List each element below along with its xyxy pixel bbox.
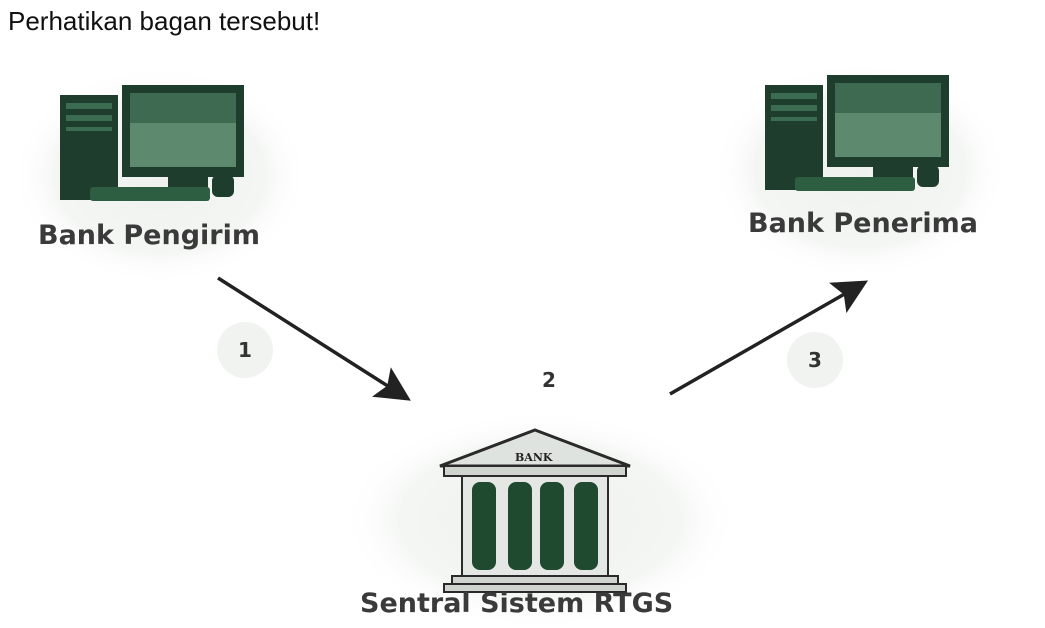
step-2-label: 2 [542,368,556,392]
step-3-halo [787,332,843,388]
sender-label: Bank Pengirim [38,220,260,251]
step-1-halo [217,322,273,378]
question-text: Perhatikan bagan tersebut! [8,6,321,36]
bank-sign: BANK [515,451,553,464]
arrow-central-to-receiver [669,280,869,396]
bank-building-icon: BANK [439,428,631,593]
receiver-label: Bank Penerima [748,208,978,239]
computer-icon [60,85,244,201]
computer-icon [765,75,949,191]
central-label: Sentral Sistem RTGS [360,588,673,619]
step-3-label: 3 [808,348,822,372]
step-1-label: 1 [238,338,252,362]
arrow-sender-to-central [217,276,411,401]
